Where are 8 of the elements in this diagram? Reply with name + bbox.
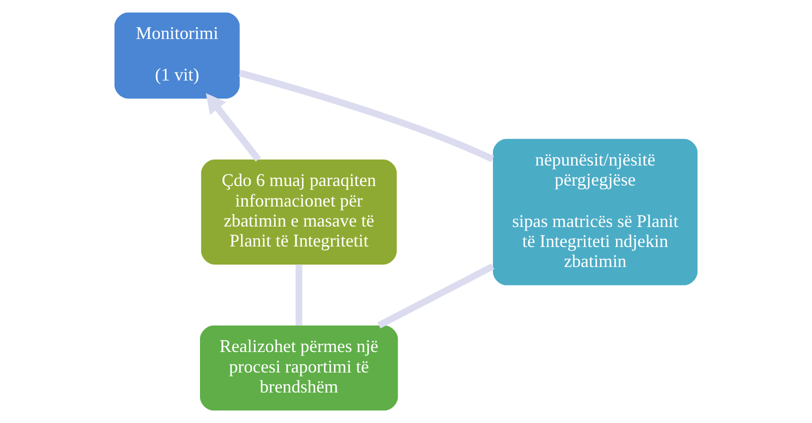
node-box: Monitorimi (1 vit) [114,12,240,99]
arrow [206,93,261,162]
connector [296,264,302,326]
connector [238,70,494,162]
node-box: nëpunësit/njësitë përgjegjëse sipas matricës së Planit të Integriteti ndjekin zbatimin [492,138,698,286]
connector [377,263,494,328]
node-box: Realizohet përmes një procesi raportimi të brendshëm [200,326,398,410]
node-box: Çdo 6 muaj paraqiten informacionet për zbatimin e masave të Planit të Integritetit [201,160,397,265]
